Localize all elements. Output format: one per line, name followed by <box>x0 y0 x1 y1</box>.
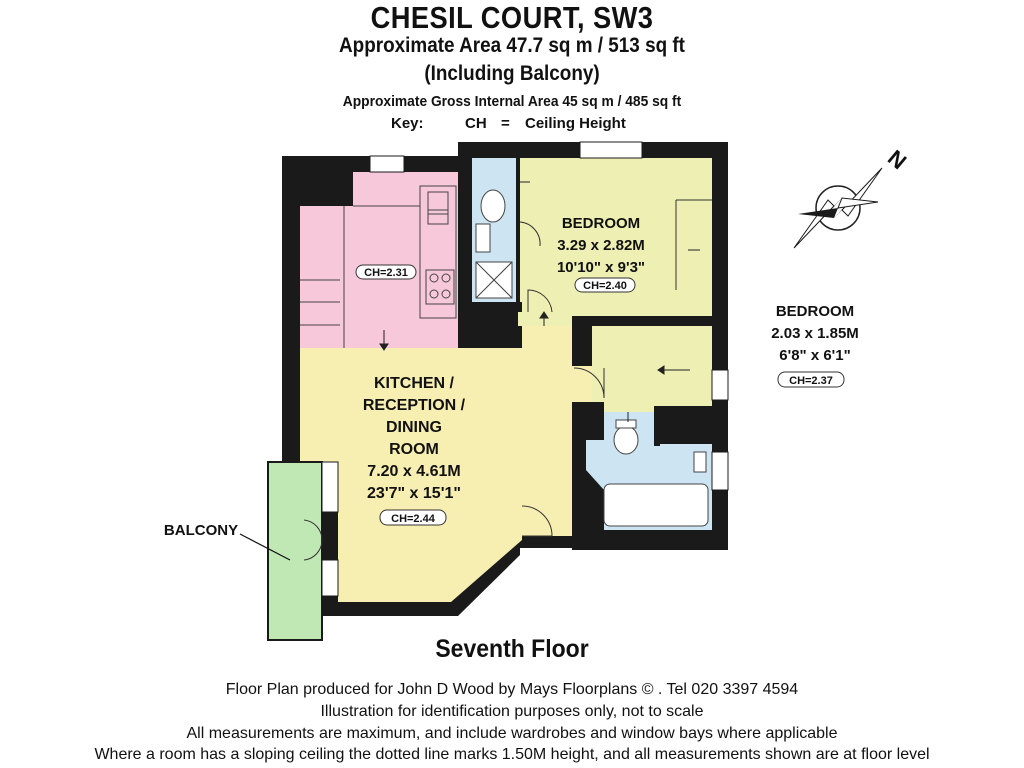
kitchen-units <box>300 185 457 348</box>
key-equals: = <box>501 115 510 132</box>
kitchen-ceiling: CH=2.31 <box>364 267 408 279</box>
footer-credit: Floor Plan produced for John D Wood by M… <box>225 681 799 698</box>
key-meaning: Ceiling Height <box>525 115 626 132</box>
kitchen-ch-badge <box>355 264 417 280</box>
key-legend: Key: CH = Ceiling Height <box>391 115 626 132</box>
gross-internal-area: Approximate Gross Internal Area 45 sq m … <box>342 93 682 110</box>
bedroom-1-dims-m: 3.29 x 2.82M <box>557 237 645 254</box>
bedroom-2-area <box>592 326 712 436</box>
balcony-pointer <box>239 533 291 561</box>
reception-ceiling: CH=2.44 <box>391 513 436 525</box>
key-abbrev: CH <box>465 115 487 132</box>
floor-name: Seventh Floor <box>435 635 589 663</box>
compass-rose: N <box>793 145 911 249</box>
reception-dims-ft: 23'7" x 15'1" <box>367 485 461 502</box>
reception-dims-m: 7.20 x 4.61M <box>367 463 460 480</box>
footer-disclaimer: Illustration for identification purposes… <box>320 703 704 720</box>
room-labels: BEDROOM 3.29 x 2.82M 10'10" x 9'3" CH=2.… <box>164 215 859 539</box>
bedroom-2-dims-ft: 6'8" x 6'1" <box>779 347 850 364</box>
sanitary-fittings <box>475 189 709 527</box>
bedroom-1-ceiling: CH=2.40 <box>583 280 627 292</box>
bedroom-2-ceiling: CH=2.37 <box>789 375 833 387</box>
footer-measurements-note: All measurements are maximum, and includ… <box>186 725 838 742</box>
bedroom-1-area <box>518 158 712 326</box>
reception-ch-badge <box>379 509 447 526</box>
reception-area <box>300 348 572 602</box>
bedroom-2-name: BEDROOM <box>776 303 854 320</box>
bedroom-1-dims-ft: 10'10" x 9'3" <box>557 259 645 276</box>
balcony-area <box>267 461 323 641</box>
windows <box>321 141 729 597</box>
reception-name-3: DINING <box>386 419 442 436</box>
approximate-area: Approximate Area 47.7 sq m / 513 sq ft <box>339 34 685 57</box>
key-label: Key: <box>391 115 424 132</box>
bedroom-2-ch-badge <box>777 371 845 388</box>
reception-name-2: RECEPTION / <box>363 397 466 414</box>
floor-plan <box>239 141 729 641</box>
direction-arrows <box>379 181 700 422</box>
bedroom-1-name: BEDROOM <box>562 215 640 232</box>
bedroom-2-dims-m: 2.03 x 1.85M <box>771 325 859 342</box>
including-balcony-note: (Including Balcony) <box>424 62 600 85</box>
reception-name-4: ROOM <box>389 441 439 458</box>
bedroom-1-ch-badge <box>574 277 636 293</box>
interior-walls <box>458 156 728 548</box>
door-swings <box>303 199 712 561</box>
plan-title: CHESIL COURT, SW3 <box>370 0 654 35</box>
reception-name-1: KITCHEN / <box>374 375 455 392</box>
hallway-area <box>522 310 572 536</box>
footer-sloping-ceiling-note: Where a room has a sloping ceiling the d… <box>94 746 930 763</box>
north-label: N <box>883 145 911 174</box>
kitchen-area <box>300 172 458 348</box>
balcony-label: BALCONY <box>164 522 238 539</box>
